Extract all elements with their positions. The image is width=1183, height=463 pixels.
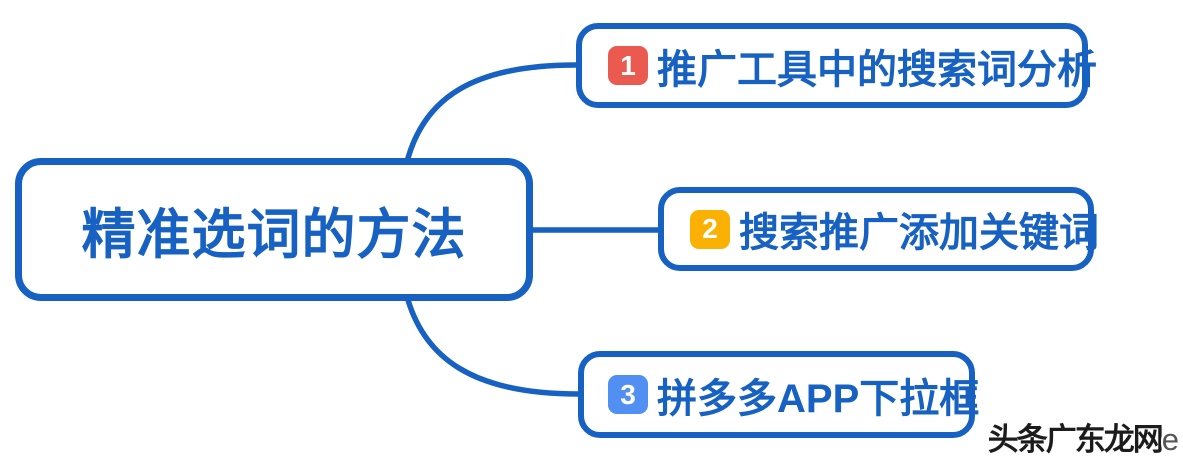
branch-node-1[interactable]: 1 推广工具中的搜索词分析 xyxy=(576,23,1097,108)
branch-3-label: 拼多多APP下拉框 xyxy=(657,376,980,421)
watermark: 头条广东龙网e xyxy=(988,414,1179,459)
branch-2-label: 搜索推广添加关键词 xyxy=(739,211,1099,255)
branch-node-2[interactable]: 2 搜索推广添加关键词 xyxy=(658,187,1099,271)
root-node[interactable]: 精准选词的方法 xyxy=(15,158,533,301)
connector-root-to-branch-3 xyxy=(405,297,581,397)
connector-root-to-branch-1 xyxy=(405,62,579,161)
branch-1-number-badge: 1 xyxy=(608,46,648,85)
branch-1-label: 推广工具中的搜索词分析 xyxy=(657,47,1097,92)
watermark-text: 头条广东龙网 xyxy=(987,422,1164,457)
branch-node-3[interactable]: 3 拼多多APP下拉框 xyxy=(578,351,979,438)
branch-3-number-badge: 3 xyxy=(608,375,648,414)
branch-2-number-badge: 2 xyxy=(690,209,730,249)
watermark-suffix: e xyxy=(1161,422,1179,457)
root-node-label: 精准选词的方法 xyxy=(81,205,467,265)
